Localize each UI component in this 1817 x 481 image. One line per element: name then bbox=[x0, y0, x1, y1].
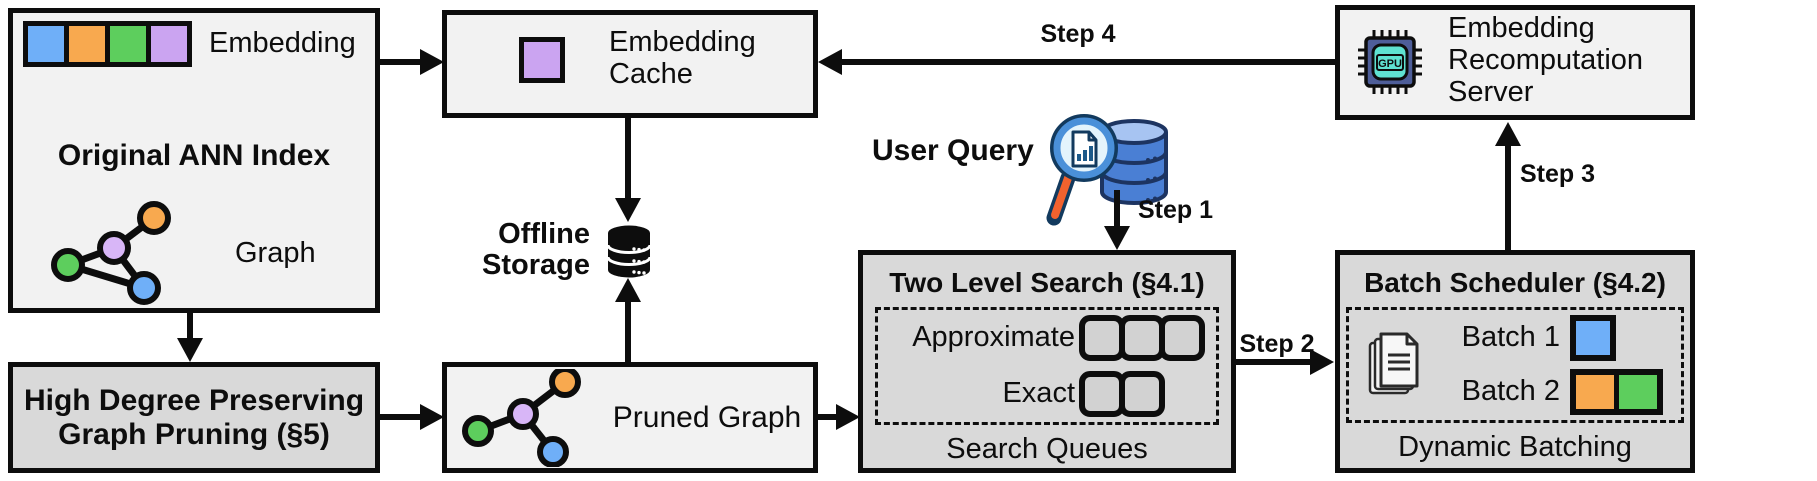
embedding-cell-blue bbox=[23, 21, 69, 67]
gpu-chip-icon: GPU bbox=[1358, 30, 1422, 94]
original-ann-index-box: Embedding Original ANN Index Graph bbox=[8, 8, 380, 313]
embedding-cell-purple bbox=[146, 21, 192, 67]
original-ann-index-title: Original ANN Index bbox=[57, 139, 331, 172]
offline-storage-label: Offline Storage bbox=[482, 218, 590, 281]
offline-storage-database-icon bbox=[606, 225, 652, 278]
step2-label: Step 2 bbox=[1239, 330, 1315, 358]
embedding-recomputation-server-label: Embedding Recomputation Server bbox=[1448, 12, 1644, 108]
approximate-queue-icons bbox=[1079, 315, 1205, 361]
embedding-recomputation-server-box: GPU Embedding Recomputation Server bbox=[1335, 5, 1695, 120]
svg-text:GPU: GPU bbox=[1378, 58, 1402, 70]
user-query-label: User Query bbox=[872, 134, 1034, 167]
dynamic-batching-label: Dynamic Batching bbox=[1398, 431, 1632, 463]
embedding-vector-icon bbox=[23, 21, 192, 67]
queue-slot-icon bbox=[1119, 371, 1165, 417]
cached-embedding-icon bbox=[519, 37, 565, 83]
graph-label: Graph bbox=[235, 237, 316, 269]
embedding-cache-box: Embedding Cache bbox=[442, 10, 818, 118]
search-queues-dashed-region bbox=[875, 307, 1219, 425]
pruned-graph-icon bbox=[462, 369, 581, 467]
embedding-label: Embedding bbox=[209, 27, 356, 59]
exact-queue-icons bbox=[1079, 371, 1165, 417]
embedding-cache-label: Embedding Cache bbox=[609, 26, 756, 90]
search-queues-label: Search Queues bbox=[946, 433, 1148, 465]
user-query-icon bbox=[1046, 114, 1168, 226]
documents-stack-icon bbox=[1368, 332, 1419, 395]
high-degree-pruning-box: High Degree Preserving Graph Pruning (§5… bbox=[8, 362, 380, 473]
high-degree-pruning-label: High Degree Preserving Graph Pruning (§5… bbox=[23, 383, 365, 451]
batch2-cell-orange bbox=[1576, 375, 1614, 409]
batch2-label: Batch 2 bbox=[1461, 375, 1560, 407]
exact-label: Exact bbox=[1002, 377, 1075, 409]
batch-scheduler-box: Batch Scheduler (§4.2) Batch 1 Batch 2 D… bbox=[1335, 250, 1695, 473]
pruned-graph-box: Pruned Graph bbox=[442, 362, 818, 473]
two-level-search-title: Two Level Search (§4.1) bbox=[889, 267, 1205, 298]
batch2-cell-green bbox=[1614, 375, 1657, 409]
two-level-search-box: Two Level Search (§4.1) Approximate Exac… bbox=[858, 250, 1236, 473]
approximate-label: Approximate bbox=[912, 321, 1075, 353]
step4-label: Step 4 bbox=[1040, 20, 1116, 48]
dynamic-batching-dashed-region bbox=[1346, 307, 1684, 423]
queue-slot-icon bbox=[1159, 315, 1205, 361]
step1-label: Step 1 bbox=[1138, 196, 1214, 224]
ann-graph-icon bbox=[51, 201, 171, 305]
batch1-label: Batch 1 bbox=[1461, 321, 1560, 353]
step3-label: Step 3 bbox=[1520, 160, 1596, 188]
embedding-cell-green bbox=[105, 21, 151, 67]
embedding-cell-orange bbox=[64, 21, 110, 67]
batch1-embedding-icon bbox=[1570, 315, 1616, 361]
batch2-embedding-icons bbox=[1570, 369, 1663, 415]
batch-scheduler-title: Batch Scheduler (§4.2) bbox=[1364, 267, 1666, 298]
pruned-graph-label: Pruned Graph bbox=[612, 401, 802, 434]
